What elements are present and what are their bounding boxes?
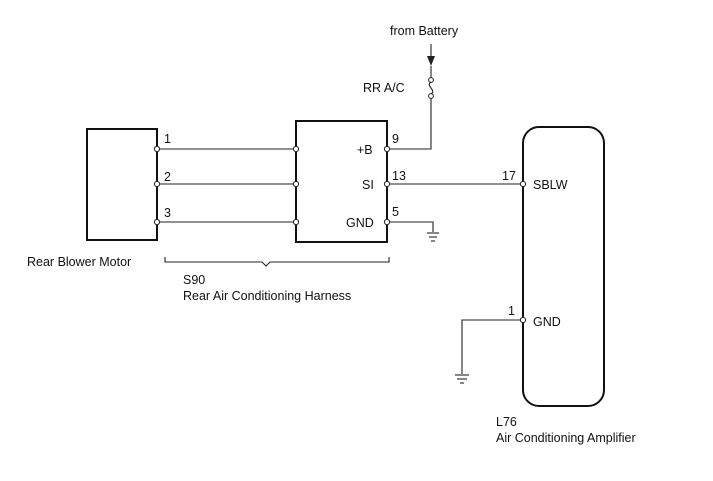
amplifier-pin-gnd-label: GND [533,315,561,329]
harness-brace [164,257,390,267]
harness-pin-b-label: +B [357,143,373,157]
motor-pin-2-label: 2 [164,170,171,184]
amplifier-ground-wire [461,319,521,374]
harness-pin-9-number: 9 [392,132,399,146]
amplifier-ground-icon [455,374,469,384]
motor-pin-3-label: 3 [164,206,171,220]
blower-motor-box [86,128,158,241]
amplifier-box [522,126,605,407]
battery-arrow-icon [427,56,435,66]
harness-box [295,120,388,243]
amplifier-name-label: Air Conditioning Amplifier [496,431,636,445]
fuse-terminal-top [428,77,434,83]
amplifier-pin-1-number: 1 [508,304,515,318]
harness-ground-icon [427,232,439,242]
blower-motor-label: Rear Blower Motor [27,255,131,269]
fuse-symbol-icon [428,81,434,95]
harness-ground-wire [389,221,434,232]
amplifier-code-label: L76 [496,415,517,429]
amplifier-pin-sblw-label: SBLW [533,178,568,192]
motor-terminal-1 [153,145,161,153]
harness-name-label: Rear Air Conditioning Harness [183,289,351,303]
harness-left-terminal-2 [292,180,300,188]
harness-pin-si-label: SI [362,178,374,192]
motor-terminal-2 [153,180,161,188]
fuse-terminal-bottom [428,93,434,99]
battery-source-label: from Battery [390,24,459,38]
harness-left-terminal-1 [292,145,300,153]
harness-code-label: S90 [183,273,205,287]
harness-terminal-9 [383,145,391,153]
harness-pin-gnd-label: GND [346,216,374,230]
amplifier-terminal-1 [519,316,527,324]
harness-pin-13-number: 13 [392,169,406,183]
fuse-to-harness-wire [387,98,432,150]
amplifier-terminal-17 [519,180,527,188]
motor-terminal-3 [153,218,161,226]
harness-pin-5-number: 5 [392,205,399,219]
fuse-label: RR A/C [363,81,405,95]
harness-terminal-5 [383,218,391,226]
harness-terminal-13 [383,180,391,188]
motor-pin-1-label: 1 [164,132,171,146]
amplifier-pin-17-number: 17 [502,169,516,183]
harness-left-terminal-3 [292,218,300,226]
